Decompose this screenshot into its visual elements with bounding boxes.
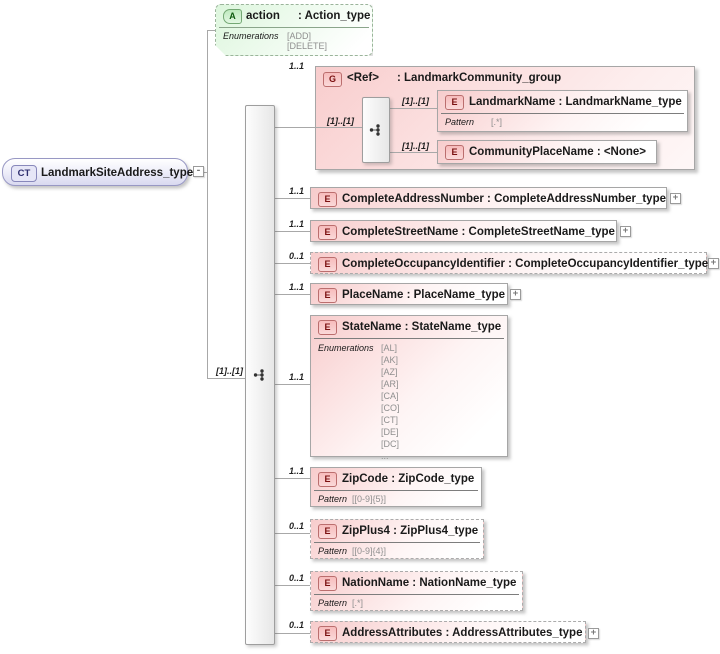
main-sequence-bar[interactable] <box>245 105 275 645</box>
element-title: StateName : StateName_type <box>342 321 502 333</box>
group-title: <Ref>: LandmarkCommunity_group <box>347 72 562 84</box>
element-box-placename[interactable]: E PlaceName : PlaceName_type <box>310 283 508 305</box>
cardinality-completeaddressnumber: 1..1 <box>288 186 304 196</box>
attribute-title: action: Action_type <box>246 10 371 22</box>
element-badge: E <box>318 626 337 641</box>
element-title: CompleteStreetName : CompleteStreetName_… <box>342 226 615 238</box>
element-box-completestreetname[interactable]: E CompleteStreetName : CompleteStreetNam… <box>310 220 617 242</box>
element-badge: E <box>445 95 464 110</box>
element-box-communityplacename[interactable]: E CommunityPlaceName : <None> <box>437 140 657 164</box>
expand-button-completestreetname[interactable]: + <box>620 226 631 237</box>
sequence-icon <box>369 124 380 136</box>
element-title: CompleteAddressNumber : CompleteAddressN… <box>342 193 666 205</box>
completeaddressnumber-connector <box>275 198 310 199</box>
cardinality-completestreetname: 1..1 <box>288 219 304 229</box>
element-box-completeoccupancyidentifier[interactable]: E CompleteOccupancyIdentifier : Complete… <box>310 252 709 274</box>
element-badge: E <box>318 257 337 272</box>
nationname-connector <box>275 585 310 586</box>
element-title: CompleteOccupancyIdentifier : CompleteOc… <box>342 258 709 270</box>
element-badge: E <box>318 288 337 303</box>
complextype-badge: CT <box>11 165 37 182</box>
landmarkname-pattern: Pattern [.*] <box>441 113 684 129</box>
zipplus4-connector <box>275 533 310 534</box>
element-box-nationname[interactable]: E NationName : NationName_type Pattern [… <box>310 571 523 611</box>
element-title: NationName : NationName_type <box>342 577 517 589</box>
group-title-row: G <Ref>: LandmarkCommunity_group <box>316 67 694 89</box>
cardinality-completeoccupancyidentifier: 0..1 <box>288 251 304 261</box>
statename-connector <box>275 384 310 385</box>
group-badge: G <box>323 72 342 87</box>
addressattributes-connector <box>275 633 310 634</box>
element-badge: E <box>318 225 337 240</box>
element-title: PlaceName : PlaceName_type <box>342 289 506 301</box>
element-badge: E <box>318 192 337 207</box>
element-title: AddressAttributes : AddressAttributes_ty… <box>342 627 583 639</box>
zipplus4-pattern: Pattern [[0-9]{4}] <box>314 542 480 558</box>
attribute-enumerations: Enumerations [ADD][DELETE] <box>219 27 369 53</box>
element-badge: E <box>318 472 337 487</box>
element-box-zipcode[interactable]: E ZipCode : ZipCode_type Pattern [[0-9]{… <box>310 467 482 507</box>
element-badge: E <box>318 320 337 335</box>
cardinality-communityplacename: [1]..[1] <box>402 141 429 151</box>
communityplacename-connector <box>390 152 437 153</box>
element-title: CommunityPlaceName : <None> <box>469 146 647 158</box>
attribute-box-action[interactable]: A action: Action_type Enumerations [ADD]… <box>215 4 373 56</box>
element-badge: E <box>318 576 337 591</box>
element-box-addressattributes[interactable]: E AddressAttributes : AddressAttributes_… <box>310 621 586 643</box>
attribute-title-row: A action: Action_type <box>216 5 372 27</box>
attribute-badge: A <box>223 9 242 24</box>
cardinality-group: 1..1 <box>288 61 304 71</box>
completestreetname-connector <box>275 231 310 232</box>
expand-button-placename[interactable]: + <box>510 289 521 300</box>
cardinality-root-content: [1]..[1] <box>216 366 243 376</box>
expand-button-completeoccupancyidentifier[interactable]: + <box>708 258 719 269</box>
attribute-connector <box>207 30 215 31</box>
element-box-landmarkname[interactable]: E LandmarkName : LandmarkName_type Patte… <box>437 90 688 132</box>
zipcode-connector <box>275 478 310 479</box>
landmarkname-connector <box>390 108 437 109</box>
cardinality-statename: 1..1 <box>288 372 304 382</box>
cardinality-group-inner: [1]..[1] <box>327 116 354 126</box>
zipcode-pattern: Pattern [[0-9]{5}] <box>314 490 478 506</box>
cardinality-addressattributes: 0..1 <box>288 620 304 630</box>
expand-button-completeaddressnumber[interactable]: + <box>670 193 681 204</box>
cardinality-zipplus4: 0..1 <box>288 521 304 531</box>
element-box-statename[interactable]: E StateName : StateName_type Enumeration… <box>310 315 508 461</box>
cardinality-zipcode: 1..1 <box>288 466 304 476</box>
nationname-pattern: Pattern [.*] <box>314 594 519 610</box>
collapse-button[interactable]: - <box>193 166 204 177</box>
element-box-completeaddressnumber[interactable]: E CompleteAddressNumber : CompleteAddres… <box>310 187 667 209</box>
expand-button-addressattributes[interactable]: + <box>588 628 599 639</box>
statename-enumerations: Enumerations [AL][AK] [AZ][AR] [CA][CO] … <box>314 338 504 464</box>
element-box-zipplus4[interactable]: E ZipPlus4 : ZipPlus4_type Pattern [[0-9… <box>310 519 484 559</box>
cardinality-nationname: 0..1 <box>288 573 304 583</box>
element-title: LandmarkName : LandmarkName_type <box>469 96 682 108</box>
group-sequence-bar[interactable] <box>362 97 390 163</box>
element-title: ZipCode : ZipCode_type <box>342 473 475 485</box>
trunk-line <box>207 30 208 379</box>
placename-connector <box>275 294 310 295</box>
completeoccupancyidentifier-connector <box>275 263 310 264</box>
root-type-name: LandmarkSiteAddress_type <box>41 167 194 179</box>
group-connector <box>275 127 362 128</box>
element-badge: E <box>318 524 337 539</box>
cardinality-placename: 1..1 <box>288 282 304 292</box>
sequence-icon <box>253 369 264 381</box>
sequence-connector <box>207 378 245 379</box>
cardinality-landmarkname: [1]..[1] <box>402 96 429 106</box>
root-complextype-box[interactable]: CT LandmarkSiteAddress_type <box>2 158 193 186</box>
element-badge: E <box>445 145 464 160</box>
element-title: ZipPlus4 : ZipPlus4_type <box>342 525 479 537</box>
